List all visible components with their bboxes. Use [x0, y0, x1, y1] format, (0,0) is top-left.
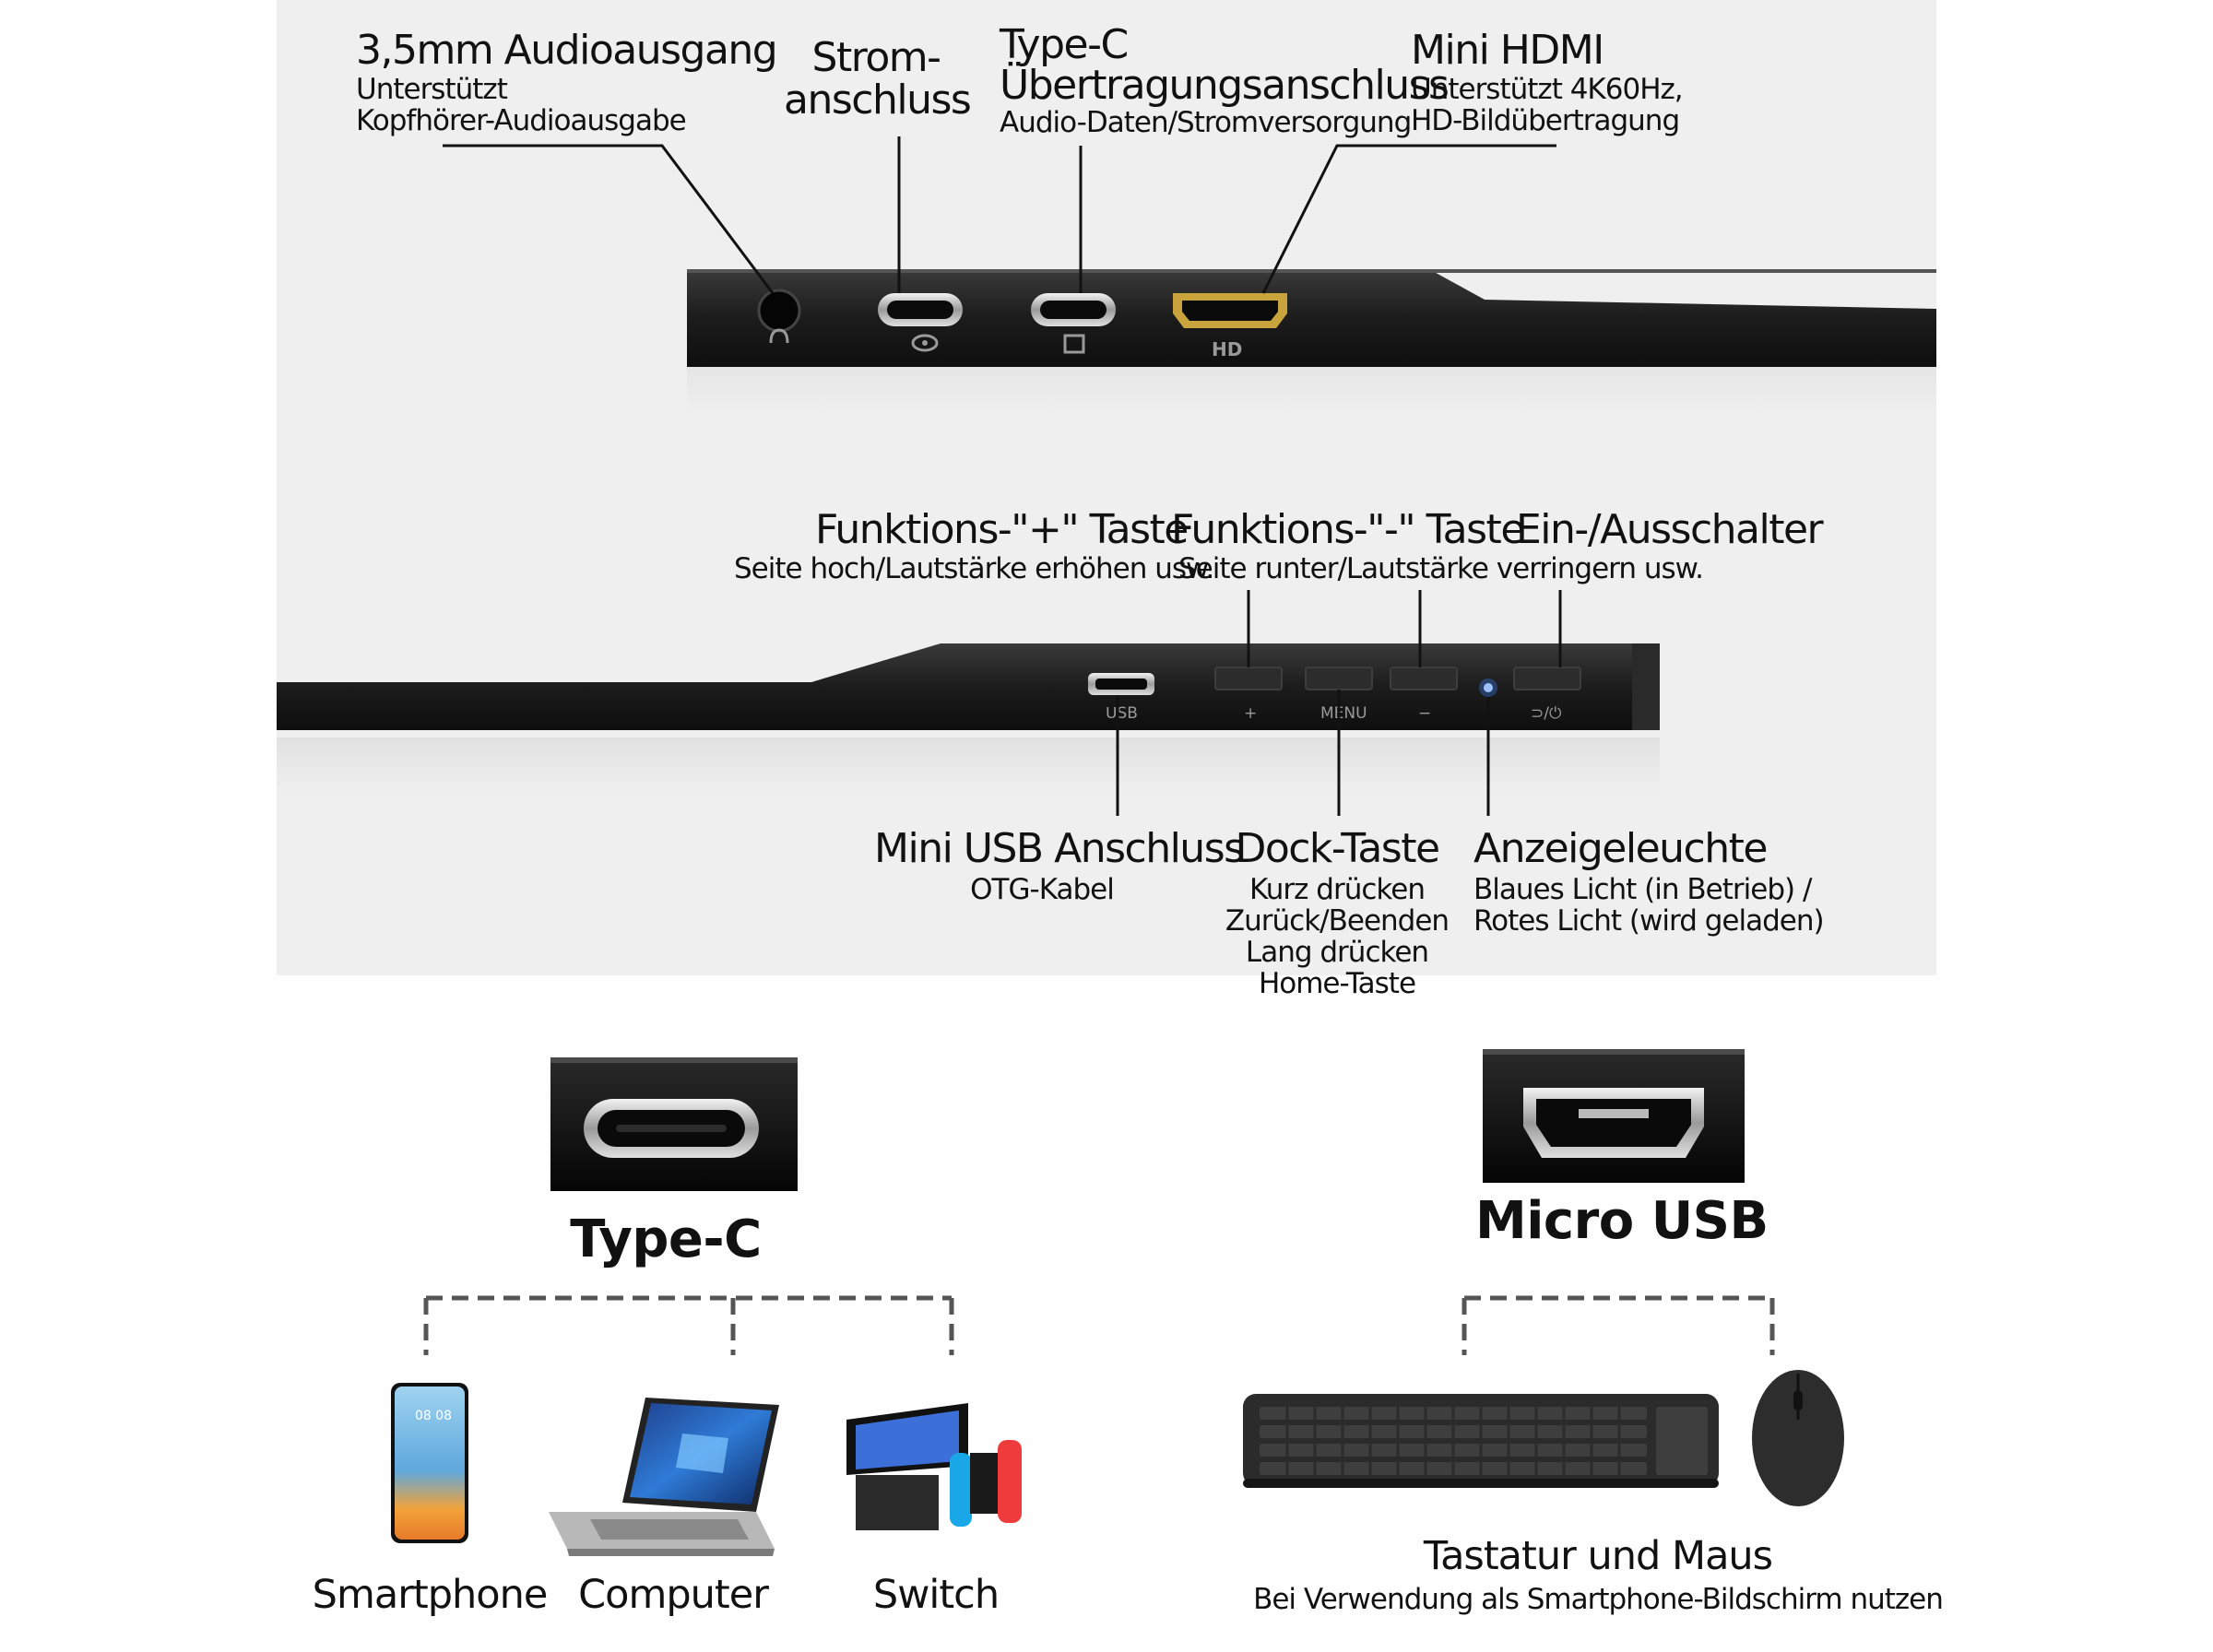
audio-port-title: 3,5mm Audioausgang: [356, 27, 778, 74]
minus-button-sub: Seite runter/Lautstärke verringern usw.: [1178, 552, 1704, 585]
audio-port-line1: Unterstützt: [356, 73, 508, 106]
power-port: [878, 293, 963, 352]
power-port-line1: Strom-: [811, 34, 941, 81]
typec-branch-lines: [423, 1295, 954, 1355]
minus-button: [1390, 667, 1458, 690]
plus-button-title: Funktions-"+" Taste: [815, 506, 1189, 553]
indicator-title: Anzeigeleuchte: [1473, 825, 1768, 872]
device-label-keyboard-mouse-sub: Bei Verwendung als Smartphone-Bildschirm…: [1253, 1583, 1944, 1616]
laptop-image: [549, 1398, 779, 1556]
minus-mark: −: [1418, 704, 1431, 723]
audio-jack: [757, 289, 801, 344]
typec-port-line2: Übertragungsanschluss: [1000, 62, 1450, 109]
usb-mark: ᑌSB: [1106, 704, 1138, 723]
indicator-line1: Blaues Licht (in Betrieb) /: [1473, 873, 1812, 906]
hdmi-port: HD: [1173, 293, 1287, 360]
menu-button: [1305, 667, 1373, 690]
menu-mark: MENU: [1320, 704, 1367, 723]
mini-usb-title: Mini USB Anschluss: [874, 825, 1245, 872]
minus-button-title: Funktions-"-" Taste: [1171, 506, 1525, 553]
device-label-keyboard-mouse: Tastatur und Maus: [1423, 1533, 1773, 1579]
svg-text:08 08: 08 08: [415, 1409, 452, 1423]
button-marks: ᑌSB + MENU − ⊃/⏻: [1106, 704, 1562, 723]
top-leader-lines: [443, 136, 1556, 294]
keyboard-image: [1243, 1394, 1719, 1488]
device-label-computer: Computer: [578, 1572, 769, 1618]
micro-usb-closeup: [1483, 1049, 1745, 1183]
monitor-side-edge: [277, 643, 1660, 793]
dock-button-line1: Kurz drücken: [1249, 873, 1426, 906]
usb-branch-lines: [1462, 1295, 1775, 1355]
device-icon: [1063, 334, 1085, 354]
product-photo-panel: [277, 0, 1936, 975]
dock-button-line2: Zurück/Beenden: [1225, 904, 1450, 938]
power-port-line2: anschluss: [784, 77, 972, 124]
power-mark: ⊃/⏻: [1531, 704, 1562, 723]
typec-port-line1: Type-C: [1000, 21, 1129, 68]
typec-heading: Type-C: [570, 1210, 762, 1269]
middle-leader-lines: [1116, 590, 1562, 816]
switch-console-image: [846, 1403, 1022, 1530]
eye-icon: [911, 334, 939, 352]
plus-button-sub: Seite hoch/Lautstärke erhöhen usw.: [734, 552, 1214, 585]
typec-port-sub: Audio-Daten/Stromversorgung: [1000, 106, 1412, 139]
device-label-smartphone: Smartphone: [312, 1572, 549, 1618]
indicator-line2: Rotes Licht (wird geladen): [1473, 904, 1825, 938]
dock-button-line3: Lang drücken: [1245, 936, 1429, 969]
hd-mark: HD: [1212, 338, 1242, 360]
headphone-icon: [769, 328, 789, 344]
side-buttons: [1214, 667, 1581, 690]
monitor-top-edge: [687, 269, 1936, 415]
mouse-image: [1752, 1370, 1844, 1506]
dock-button-line4: Home-Taste: [1258, 967, 1416, 1000]
hdmi-port-line1: Unterstützt 4K60Hz,: [1411, 73, 1684, 106]
plus-mark: +: [1244, 704, 1257, 723]
typec-closeup: [550, 1057, 798, 1191]
smartphone-image: 08 08: [391, 1383, 468, 1543]
hdmi-port-title: Mini HDMI: [1411, 27, 1604, 74]
power-button: [1513, 667, 1581, 690]
typec-port: [1031, 293, 1116, 354]
mini-usb-sub: OTG-Kabel: [970, 873, 1115, 906]
plus-button: [1214, 667, 1283, 690]
micro-usb-port: [1088, 673, 1154, 695]
dock-button-title: Dock-Taste: [1235, 825, 1440, 872]
hdmi-port-line2: HD-Bildübertragung: [1411, 104, 1680, 137]
device-label-switch: Switch: [872, 1572, 1000, 1618]
audio-port-line2: Kopfhörer-Audioausgabe: [356, 104, 687, 137]
power-button-title: Ein-/Ausschalter: [1516, 506, 1824, 553]
micro-usb-heading: Micro USB: [1475, 1191, 1769, 1251]
indicator-led: [1479, 678, 1497, 697]
